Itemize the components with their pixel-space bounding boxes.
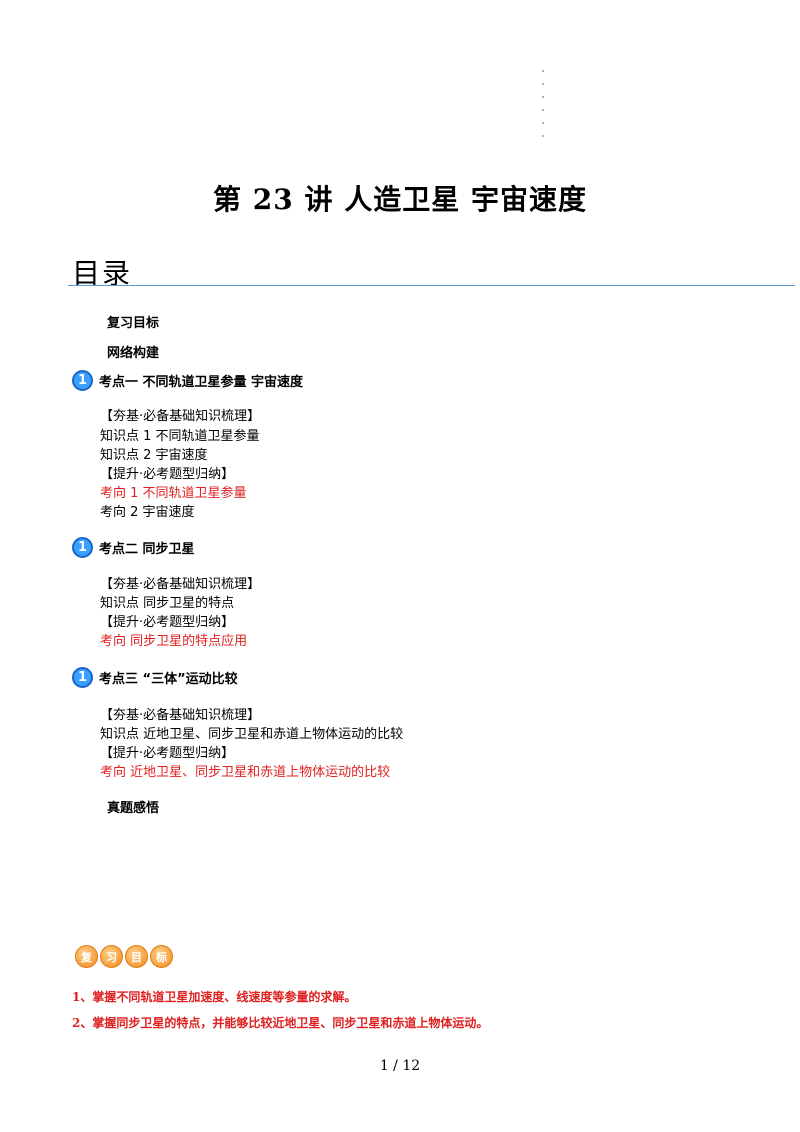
toc-line[interactable]: 【夯基·必备基础知识梳理】 (100, 708, 261, 723)
number-1-icon: 1 (72, 370, 93, 391)
section-heading: 考点一 不同轨道卫星参量 宇宙速度 (99, 375, 304, 390)
badge-char: 目 (125, 945, 148, 968)
toc-section-3[interactable]: 1 考点三 “三体”运动比较 (72, 667, 238, 688)
toc-real-questions[interactable]: 真题感悟 (107, 801, 160, 816)
number-1-icon: 1 (72, 537, 93, 558)
toc-divider (68, 285, 795, 286)
toc-section-2[interactable]: 1 考点二 同步卫星 (72, 537, 195, 558)
page-title: 第 23 讲 人造卫星 宇宙速度 (213, 183, 587, 216)
toc-line[interactable]: 知识点 1 不同轨道卫星参量 (100, 429, 260, 444)
toc-line[interactable]: 【夯基·必备基础知识梳理】 (100, 409, 261, 424)
toc-line[interactable]: 知识点 近地卫星、同步卫星和赤道上物体运动的比较 (100, 727, 404, 742)
badge-char: 习 (100, 945, 123, 968)
number-1-icon: 1 (72, 667, 93, 688)
toc-network[interactable]: 网络构建 (107, 346, 160, 361)
toc-line[interactable]: 【提升·必考题型归纳】 (100, 615, 235, 630)
toc-line[interactable]: 【提升·必考题型归纳】 (100, 467, 235, 482)
review-goal-badge: 复 习 目 标 (75, 945, 175, 968)
toc-line[interactable]: 考向 2 宇宙速度 (100, 505, 195, 520)
toc-highlight-line[interactable]: 考向 1 不同轨道卫星参量 (100, 486, 247, 501)
toc-section-1[interactable]: 1 考点一 不同轨道卫星参量 宇宙速度 (72, 370, 303, 391)
decorative-dots (540, 70, 546, 148)
toc-line[interactable]: 【夯基·必备基础知识梳理】 (100, 577, 261, 592)
badge-char: 标 (150, 945, 173, 968)
toc-highlight-line[interactable]: 考向 同步卫星的特点应用 (100, 634, 248, 649)
badge-char: 复 (75, 945, 98, 968)
toc-line[interactable]: 知识点 同步卫星的特点 (100, 596, 235, 611)
page-number: 1 / 12 (379, 1058, 421, 1074)
goal-item: 1、掌握不同轨道卫星加速度、线速度等参量的求解。 (72, 990, 357, 1004)
section-heading: 考点三 “三体”运动比较 (99, 672, 238, 687)
toc-heading: 目录 (72, 257, 133, 290)
section-heading: 考点二 同步卫星 (99, 542, 195, 557)
toc-line[interactable]: 【提升·必考题型归纳】 (100, 746, 235, 761)
toc-review-goal[interactable]: 复习目标 (107, 316, 160, 331)
toc-highlight-line[interactable]: 考向 近地卫星、同步卫星和赤道上物体运动的比较 (100, 765, 391, 780)
toc-line[interactable]: 知识点 2 宇宙速度 (100, 448, 208, 463)
goal-item: 2、掌握同步卫星的特点，并能够比较近地卫星、同步卫星和赤道上物体运动。 (72, 1016, 489, 1030)
